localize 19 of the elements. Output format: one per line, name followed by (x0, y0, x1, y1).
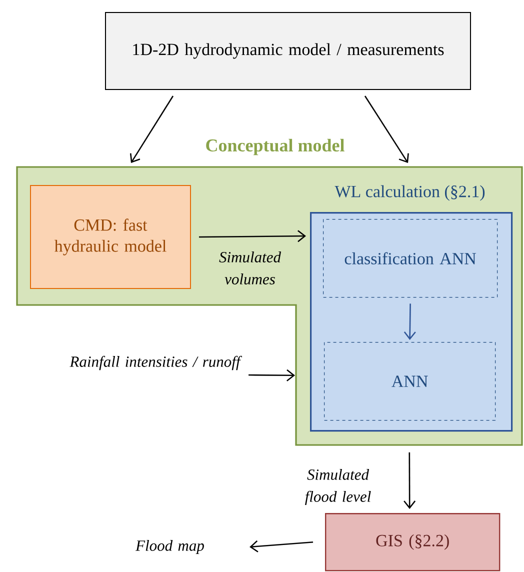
process-box: CMD: fast hydraulic model (30, 185, 191, 289)
output-text: Flood map (135, 540, 204, 554)
edge-label: Simulated flood level (305, 468, 371, 506)
source-box: 1D-2D hydrodynamic model / measurements (105, 12, 471, 90)
input-text: Rainfall intensities / runoff (70, 356, 242, 370)
arrow (248, 369, 295, 382)
arrow (404, 452, 416, 509)
calculation-box (310, 212, 513, 432)
arrow (130, 96, 174, 163)
panel-heading: Conceptual model (206, 138, 344, 156)
panel-heading: WL calculation (§2.1) (334, 185, 485, 201)
dashed-box: classification ANN (323, 219, 498, 298)
gis-box: GIS (§2.2) (325, 513, 500, 572)
arrow (199, 230, 306, 242)
arrow (364, 96, 409, 163)
dashed-box: ANN (324, 342, 496, 421)
arrow (404, 304, 416, 340)
arrow (250, 540, 314, 552)
edge-label: Simulated volumes (219, 252, 282, 284)
